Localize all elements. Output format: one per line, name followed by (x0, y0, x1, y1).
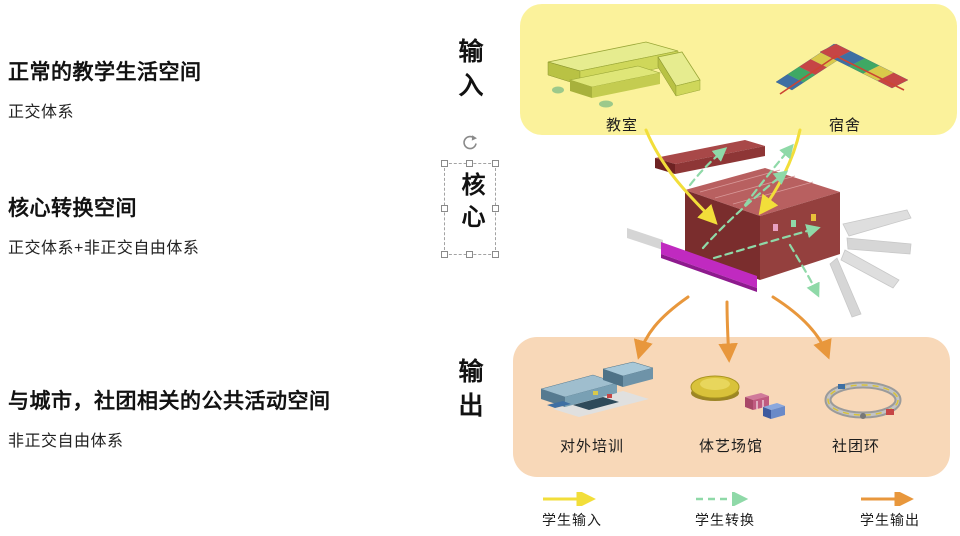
input-item-label: 宿舍 (828, 117, 861, 134)
output-item-label: 社团环 (831, 438, 880, 455)
section-core-space: 核心转换空间 正交体系+非正交自由体系 (8, 192, 438, 258)
stage-label-input: 输入 (455, 38, 483, 106)
selection-handle[interactable] (441, 205, 448, 212)
legend-item-input: 学生输入 (530, 492, 614, 530)
selection-handle[interactable] (441, 251, 448, 258)
legend-label: 学生输出 (860, 512, 920, 528)
rotate-handle-icon[interactable] (461, 134, 479, 152)
transform-flow-legend-icon (696, 492, 749, 506)
section-title: 与城市，社团相关的公共活动空间 (8, 390, 331, 413)
output-group-box: 对外培训 体艺场馆 社团环 (513, 337, 950, 477)
training-building-image (540, 361, 654, 417)
output-item-label: 体艺场馆 (698, 438, 763, 455)
section-public-space: 与城市，社团相关的公共活动空间 非正交自由体系 (8, 385, 438, 451)
club-ring-image (824, 381, 902, 419)
selection-handle[interactable] (466, 251, 473, 258)
input-flow-legend-icon (543, 492, 596, 506)
section-title: 正常的教学生活空间 (8, 61, 202, 84)
selection-handle[interactable] (492, 205, 499, 212)
legend-label: 学生输入 (542, 512, 602, 528)
section-subtitle: 正交体系 (8, 104, 75, 121)
sports-hall-image (690, 375, 785, 419)
classroom-building-image (547, 41, 701, 108)
input-item-label: 教室 (605, 117, 638, 134)
input-group-box: 教室 宿舍 (520, 4, 957, 135)
selection-handle[interactable] (466, 160, 473, 167)
selection-handle[interactable] (492, 251, 499, 258)
legend-item-transform: 学生转换 (683, 492, 767, 530)
section-subtitle: 正交体系+非正交自由体系 (8, 240, 200, 257)
legend-label: 学生转换 (695, 512, 755, 528)
stage-label-core: 核心 (457, 172, 484, 236)
selection-handle[interactable] (492, 160, 499, 167)
output-flow-legend-icon (861, 492, 914, 506)
section-subtitle: 非正交自由体系 (8, 433, 124, 450)
output-item-label: 对外培训 (559, 438, 624, 455)
selection-handle[interactable] (441, 160, 448, 167)
core-textbox-selection[interactable]: 核心 (441, 135, 499, 258)
section-title: 核心转换空间 (8, 197, 137, 220)
legend-item-output: 学生输出 (848, 492, 932, 530)
section-teaching-space: 正常的教学生活空间 正交体系 (8, 56, 438, 122)
stage-label-output: 输出 (455, 358, 483, 426)
dormitory-building-image (775, 43, 909, 95)
core-building-image (627, 140, 912, 318)
